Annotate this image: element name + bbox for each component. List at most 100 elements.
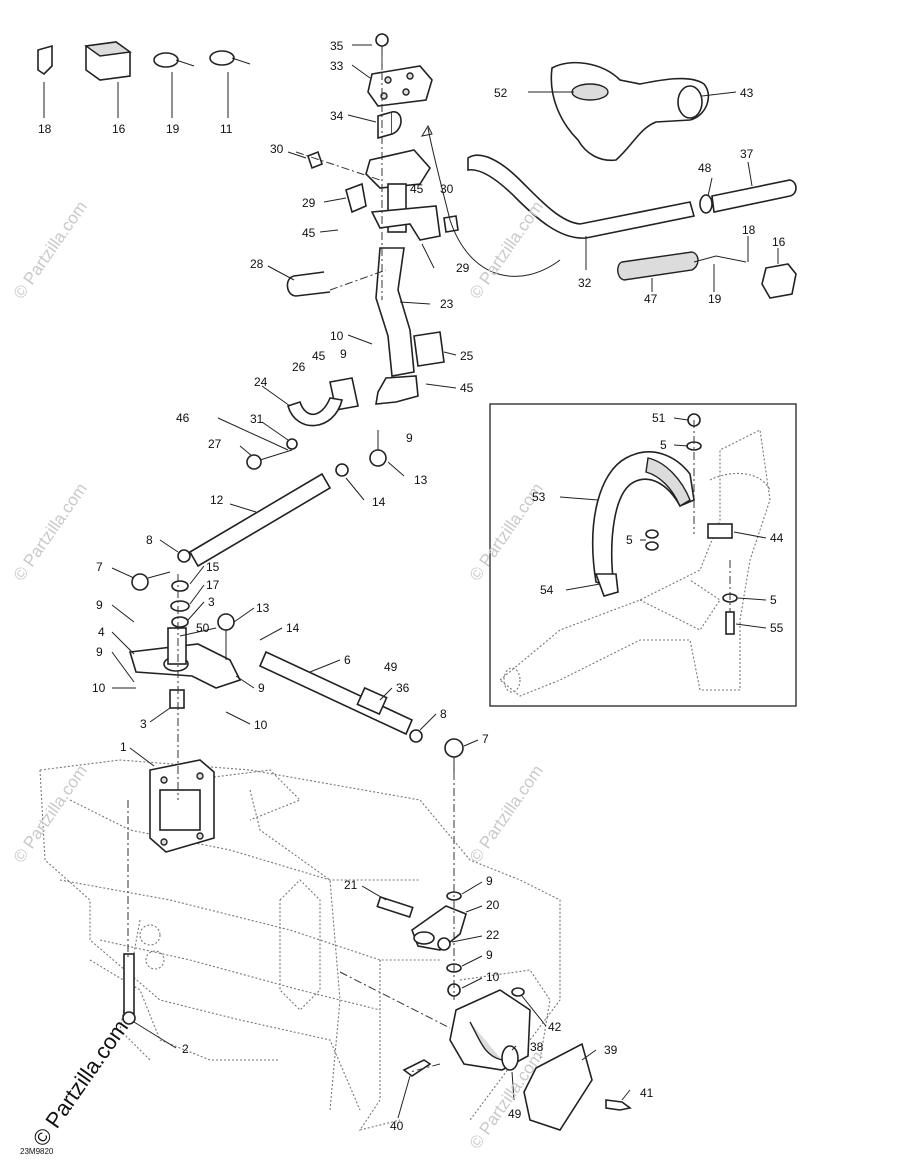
callout-34: 34 <box>330 109 344 123</box>
callout-14a: 14 <box>372 495 386 509</box>
ball-joint-13-lower <box>217 613 235 660</box>
watermark-2: © Partzilla.com <box>466 198 547 303</box>
callout-45c: 45 <box>312 349 326 363</box>
callout-labels: 18 16 19 11 35 33 34 30 45 30 29 45 29 2… <box>38 39 786 1133</box>
callout-49b: 49 <box>508 1107 522 1121</box>
rivet-41 <box>605 1099 632 1111</box>
callout-32: 32 <box>578 276 592 290</box>
handlebar-pad-43 <box>550 61 710 162</box>
grab-handle-53 <box>592 451 695 590</box>
figure-code: 23M9820 <box>20 1147 54 1156</box>
callout-18b: 18 <box>742 223 756 237</box>
callout-55: 55 <box>770 621 784 635</box>
adjuster-36 <box>356 686 388 716</box>
callout-9b: 9 <box>406 431 413 445</box>
callout-39: 39 <box>604 1043 618 1057</box>
callout-2: 2 <box>182 1042 189 1056</box>
callout-53: 53 <box>532 490 546 504</box>
callout-4: 4 <box>98 625 105 639</box>
callout-10a: 10 <box>330 329 344 343</box>
callout-18a: 18 <box>38 122 52 136</box>
bolt-27 <box>246 449 293 470</box>
callout-10b: 10 <box>92 681 106 695</box>
bracket-29a <box>345 182 367 214</box>
callout-19a: 19 <box>166 122 180 136</box>
callout-9g: 9 <box>486 948 493 962</box>
tie-rod-12 <box>188 472 332 568</box>
inset-panel <box>489 403 797 707</box>
clamp-24 <box>287 397 343 427</box>
callout-45b: 45 <box>302 226 316 240</box>
callout-7b: 7 <box>482 732 489 746</box>
callout-13b: 13 <box>256 601 270 615</box>
callout-52: 52 <box>494 86 508 100</box>
callout-42: 42 <box>548 1020 562 1034</box>
watermark-5: © Partzilla.com <box>10 762 91 867</box>
tie-wrap-19 <box>153 52 195 118</box>
callout-35: 35 <box>330 39 344 53</box>
callout-37: 37 <box>740 147 754 161</box>
callout-45d: 45 <box>460 381 474 395</box>
clamp-44 <box>707 523 733 539</box>
washer-stack-15-17 <box>170 580 190 628</box>
support-block-25 <box>413 331 445 367</box>
callout-19b: 19 <box>708 292 722 306</box>
callout-44: 44 <box>770 531 784 545</box>
nut-14-upper <box>335 463 349 477</box>
nut-22 <box>437 937 451 951</box>
callout-21: 21 <box>344 878 358 892</box>
callout-49a: 49 <box>384 660 398 674</box>
callout-50: 50 <box>196 621 210 635</box>
spring-washer-31 <box>286 438 298 450</box>
callout-51: 51 <box>652 411 666 425</box>
callout-13a: 13 <box>414 473 428 487</box>
pad-insert-52 <box>571 83 609 101</box>
callout-3a: 3 <box>208 595 215 609</box>
callout-8a: 8 <box>146 533 153 547</box>
callout-9d: 9 <box>96 645 103 659</box>
bushing-3-lower <box>169 689 185 709</box>
cover-plate-39 <box>523 1042 593 1131</box>
u-bolt-28 <box>286 271 331 297</box>
callout-9c: 9 <box>96 598 103 612</box>
callout-36: 36 <box>396 681 410 695</box>
callout-6: 6 <box>344 653 351 667</box>
callout-46: 46 <box>176 411 190 425</box>
washer-42 <box>511 987 525 997</box>
ball-joint-7-left <box>131 571 171 591</box>
callout-17: 17 <box>206 578 220 592</box>
handlebar-clamp-33 <box>367 65 433 107</box>
tie-wrap-11 <box>209 50 251 118</box>
callout-48: 48 <box>698 161 712 175</box>
callout-33: 33 <box>330 59 344 73</box>
callout-54: 54 <box>540 583 554 597</box>
steering-column-23 <box>375 247 415 377</box>
callout-14b: 14 <box>286 621 300 635</box>
callout-24: 24 <box>254 375 268 389</box>
callout-43: 43 <box>740 86 754 100</box>
center-lines <box>127 56 731 1073</box>
callout-5c: 5 <box>770 593 777 607</box>
callout-9e: 9 <box>258 681 265 695</box>
callout-16a: 16 <box>112 122 126 136</box>
callout-41: 41 <box>640 1086 654 1100</box>
screw-21 <box>376 895 414 919</box>
callout-22: 22 <box>486 928 500 942</box>
heated-grip-47 <box>617 251 747 281</box>
column-bracket-lower <box>375 375 419 405</box>
end-plug-48 <box>699 194 713 214</box>
pivot-bracket-1 <box>149 759 215 853</box>
nut-8-left <box>177 549 191 563</box>
callout-29b: 29 <box>456 261 470 275</box>
ball-joint-7-right <box>444 738 464 772</box>
callout-40: 40 <box>390 1119 404 1133</box>
handlebar-32 <box>467 154 696 239</box>
nut-8-right <box>409 729 423 743</box>
callout-3b: 3 <box>140 717 147 731</box>
callout-27: 27 <box>208 437 222 451</box>
callout-16b: 16 <box>772 235 786 249</box>
callout-23: 23 <box>440 297 454 311</box>
callout-9f: 9 <box>486 874 493 888</box>
callout-10c: 10 <box>254 718 268 732</box>
callout-11: 11 <box>220 122 233 136</box>
